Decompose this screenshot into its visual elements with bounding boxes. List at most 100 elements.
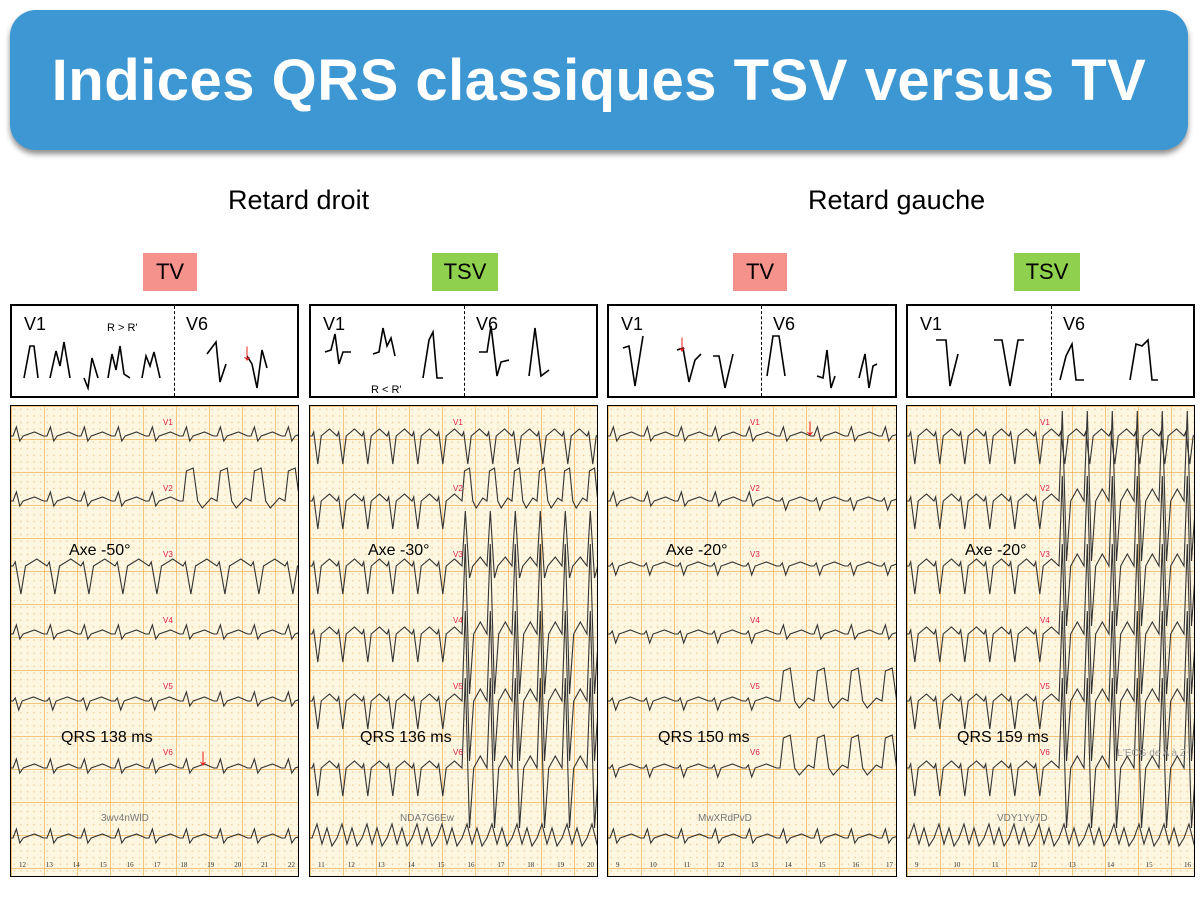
time-tick: 10 xyxy=(953,861,961,869)
time-tick: 9 xyxy=(616,861,620,869)
trace-v2 xyxy=(907,410,1194,562)
time-tick: 11 xyxy=(318,861,325,869)
watermark: L'ECG de A à Z xyxy=(1117,748,1186,759)
lead-v6-label: V6 xyxy=(476,314,499,334)
red-arrow-icon: ↓ xyxy=(197,744,209,771)
v1-complexes xyxy=(936,339,1024,387)
lead-v1-label: V1 xyxy=(323,314,346,334)
trace-v6 xyxy=(608,734,896,779)
trace-v6 xyxy=(11,757,298,775)
badge-tsv: TSV xyxy=(1014,253,1080,291)
trace-v6 xyxy=(907,677,1194,829)
ecg-traces xyxy=(907,410,1194,848)
trace-v4 xyxy=(608,623,896,645)
lead-label-v4: V4 xyxy=(453,616,463,625)
trace-v6 xyxy=(310,677,597,829)
trace-v1 xyxy=(11,425,298,443)
lead-label-v3: V3 xyxy=(1040,550,1050,559)
red-arrow-icon: ↓ xyxy=(676,330,688,357)
lead-v6-label: V6 xyxy=(186,314,209,334)
trace-v4 xyxy=(310,543,597,695)
lead-divider xyxy=(464,306,465,396)
time-tick: 13 xyxy=(377,861,385,869)
trace-v1 xyxy=(907,428,1194,465)
time-tick: 11 xyxy=(683,861,691,869)
qrs-complex-sketches xyxy=(622,335,878,389)
trace-v2 xyxy=(310,467,597,530)
time-tick: 19 xyxy=(207,861,215,869)
qrs-complex-sketches xyxy=(936,338,1158,387)
trace-v5 xyxy=(310,610,597,762)
time-tick: 14 xyxy=(407,861,415,869)
time-tick: 12 xyxy=(1030,861,1038,869)
lead-label-v6: V6 xyxy=(453,748,463,757)
lead-label-v1: V1 xyxy=(453,418,463,427)
time-tick: 20 xyxy=(587,861,594,869)
ecg-traces xyxy=(608,425,896,845)
trace-v3 xyxy=(11,558,298,595)
time-tick: 15 xyxy=(99,861,107,869)
trace-rhythm xyxy=(608,827,896,845)
trace-v1 xyxy=(310,428,597,465)
qrs-duration: QRS 150 ms xyxy=(658,729,750,746)
qrs-duration: QRS 136 ms xyxy=(360,729,452,746)
lead-label-v5: V5 xyxy=(1040,682,1050,691)
axis-value: Axe -20° xyxy=(965,542,1027,559)
qrs-complex-sketches xyxy=(23,339,268,392)
time-tick: 16 xyxy=(467,861,475,869)
red-arrow-icon: ↓ xyxy=(241,339,253,366)
lead-label-v6: V6 xyxy=(163,748,173,757)
badge-tv: TV xyxy=(733,253,787,291)
lead-label-v5: V5 xyxy=(163,682,173,691)
trace-v3 xyxy=(310,510,597,595)
time-tick: 15 xyxy=(818,861,826,869)
r-ratio-note: R < R' xyxy=(371,384,402,396)
lead-label-v2: V2 xyxy=(453,484,463,493)
lead-label-v5: V5 xyxy=(453,682,463,691)
time-tick: 10 xyxy=(649,861,657,869)
trace-rhythm xyxy=(310,822,597,848)
qrs-duration: QRS 159 ms xyxy=(957,729,1049,746)
v6-complexes xyxy=(479,325,550,378)
ecg-id: VDY1Yy7D xyxy=(997,813,1048,824)
lead-divider xyxy=(174,306,175,396)
lead-label-v3: V3 xyxy=(163,550,173,559)
trace-v5 xyxy=(608,667,896,712)
time-tick: 12 xyxy=(347,861,355,869)
time-tick: 21 xyxy=(261,861,269,869)
section-retard-gauche: Retard gauche xyxy=(808,185,986,215)
time-tick: 11 xyxy=(991,861,999,869)
axis-value: Axe -20° xyxy=(666,542,728,559)
trace-rhythm xyxy=(907,822,1194,848)
time-tick: 18 xyxy=(527,861,535,869)
trace-rhythm xyxy=(11,827,298,845)
trace-v1 xyxy=(608,425,896,443)
lead-label-v5: V5 xyxy=(750,682,760,691)
axis-value: Axe -50° xyxy=(69,542,131,559)
lead-label-v2: V2 xyxy=(1040,484,1050,493)
title-banner: Indices QRS classiques TSV versus TV xyxy=(10,10,1188,150)
trace-v4 xyxy=(907,543,1194,695)
lead-v1-label: V1 xyxy=(24,314,47,334)
time-tick: 14 xyxy=(1107,861,1115,869)
time-tick: 12 xyxy=(717,861,725,869)
time-tick: 17 xyxy=(153,861,161,869)
trace-v5 xyxy=(907,610,1194,762)
v6-complexes xyxy=(206,339,268,389)
time-tick: 20 xyxy=(234,861,242,869)
time-tick: 16 xyxy=(126,861,134,869)
lead-label-v1: V1 xyxy=(750,418,760,427)
time-tick: 16 xyxy=(1184,861,1191,869)
v6-complexes xyxy=(1059,338,1158,381)
lead-label-v2: V2 xyxy=(750,484,760,493)
lead-label-v2: V2 xyxy=(163,484,173,493)
trace-v3 xyxy=(608,561,896,577)
badge-tsv: TSV xyxy=(432,253,498,291)
